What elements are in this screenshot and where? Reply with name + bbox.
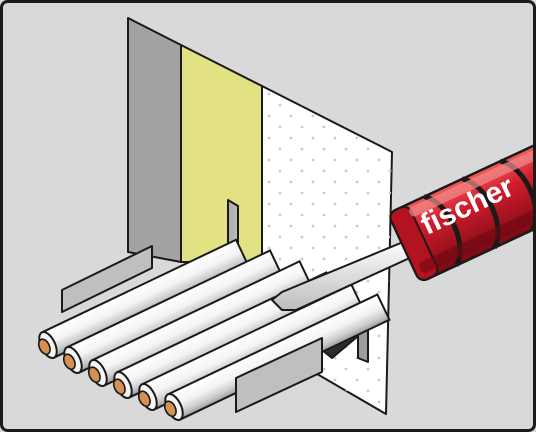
wall-grey-layer: [127, 17, 182, 263]
pipe: [87, 260, 313, 387]
sealant-cartridge: fischer: [389, 143, 536, 282]
pipe-bundle: [37, 238, 391, 421]
left-sleeve-panel: [61, 245, 153, 313]
front-sleeve-panel: [235, 337, 323, 413]
